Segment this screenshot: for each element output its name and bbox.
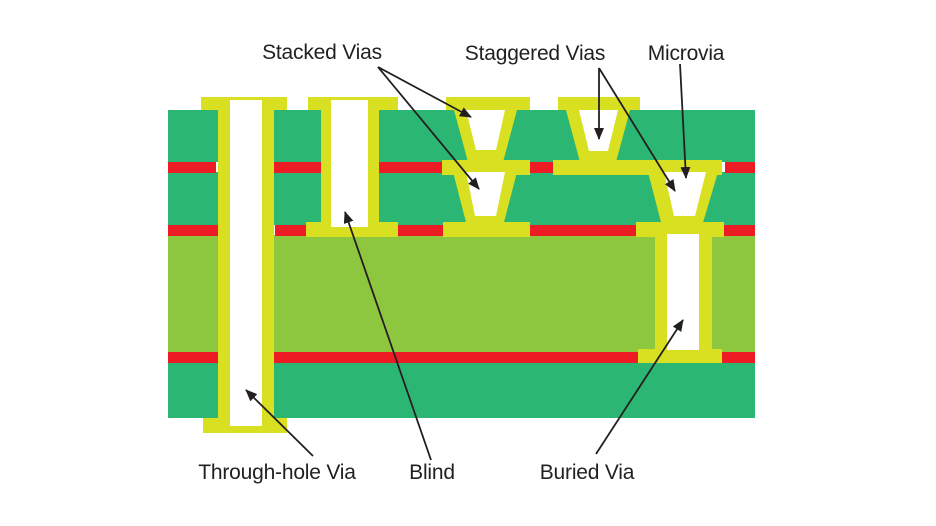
blind-via-wall-right (368, 97, 379, 237)
copper-trace (725, 162, 755, 173)
buried-via-bore (667, 234, 699, 350)
label-blind: Blind (409, 461, 455, 484)
arrow-stacked-lower (377, 66, 480, 190)
staggered-microvia-pad (553, 160, 722, 175)
copper-trace (722, 352, 755, 363)
copper-trace (275, 225, 306, 236)
blind-via-bore (331, 100, 368, 227)
copper-trace-rows (168, 162, 755, 363)
arrow-blind (343, 211, 432, 461)
arrow-staggered-lower (598, 67, 676, 192)
copper-trace (274, 352, 638, 363)
buried-via-bottom-pad (638, 349, 722, 363)
arrow-buried (595, 319, 684, 455)
buried-via-wall-left (655, 235, 667, 352)
stacked-via-top-pad (446, 97, 530, 110)
buried-via-wall-right (699, 235, 712, 352)
copper-trace (398, 225, 443, 236)
arrow-through-hole (245, 389, 314, 457)
copper-trace (530, 162, 553, 173)
copper-trace (168, 225, 218, 236)
copper-trace (274, 162, 321, 173)
stacked-via-bottom-pad (443, 222, 530, 237)
copper-trace (530, 225, 636, 236)
stacked-vias (453, 110, 517, 226)
buried-via (655, 234, 712, 352)
copper-trace (168, 352, 218, 363)
through-hole-via (218, 97, 274, 433)
label-staggered-vias: Staggered Vias (464, 42, 606, 65)
label-through-hole-via: Through-hole Via (198, 461, 356, 484)
label-stacked-vias: Stacked Vias (262, 41, 382, 64)
through-hole-wall-right (262, 97, 274, 433)
label-buried-via: Buried Via (539, 461, 635, 484)
arrow-stacked-upper (377, 66, 472, 118)
annotation-arrows (245, 63, 691, 461)
copper-trace (724, 225, 755, 236)
arrow-microvia (679, 63, 691, 179)
stacked-via-upper-bore (466, 110, 505, 150)
copper-trace (379, 162, 442, 173)
copper-trace (168, 162, 216, 173)
label-microvia: Microvia (647, 42, 725, 65)
blind-via-wall-left (321, 97, 331, 237)
through-hole-bore (230, 100, 262, 426)
through-hole-wall-left (218, 97, 230, 433)
blind-via (321, 97, 379, 237)
